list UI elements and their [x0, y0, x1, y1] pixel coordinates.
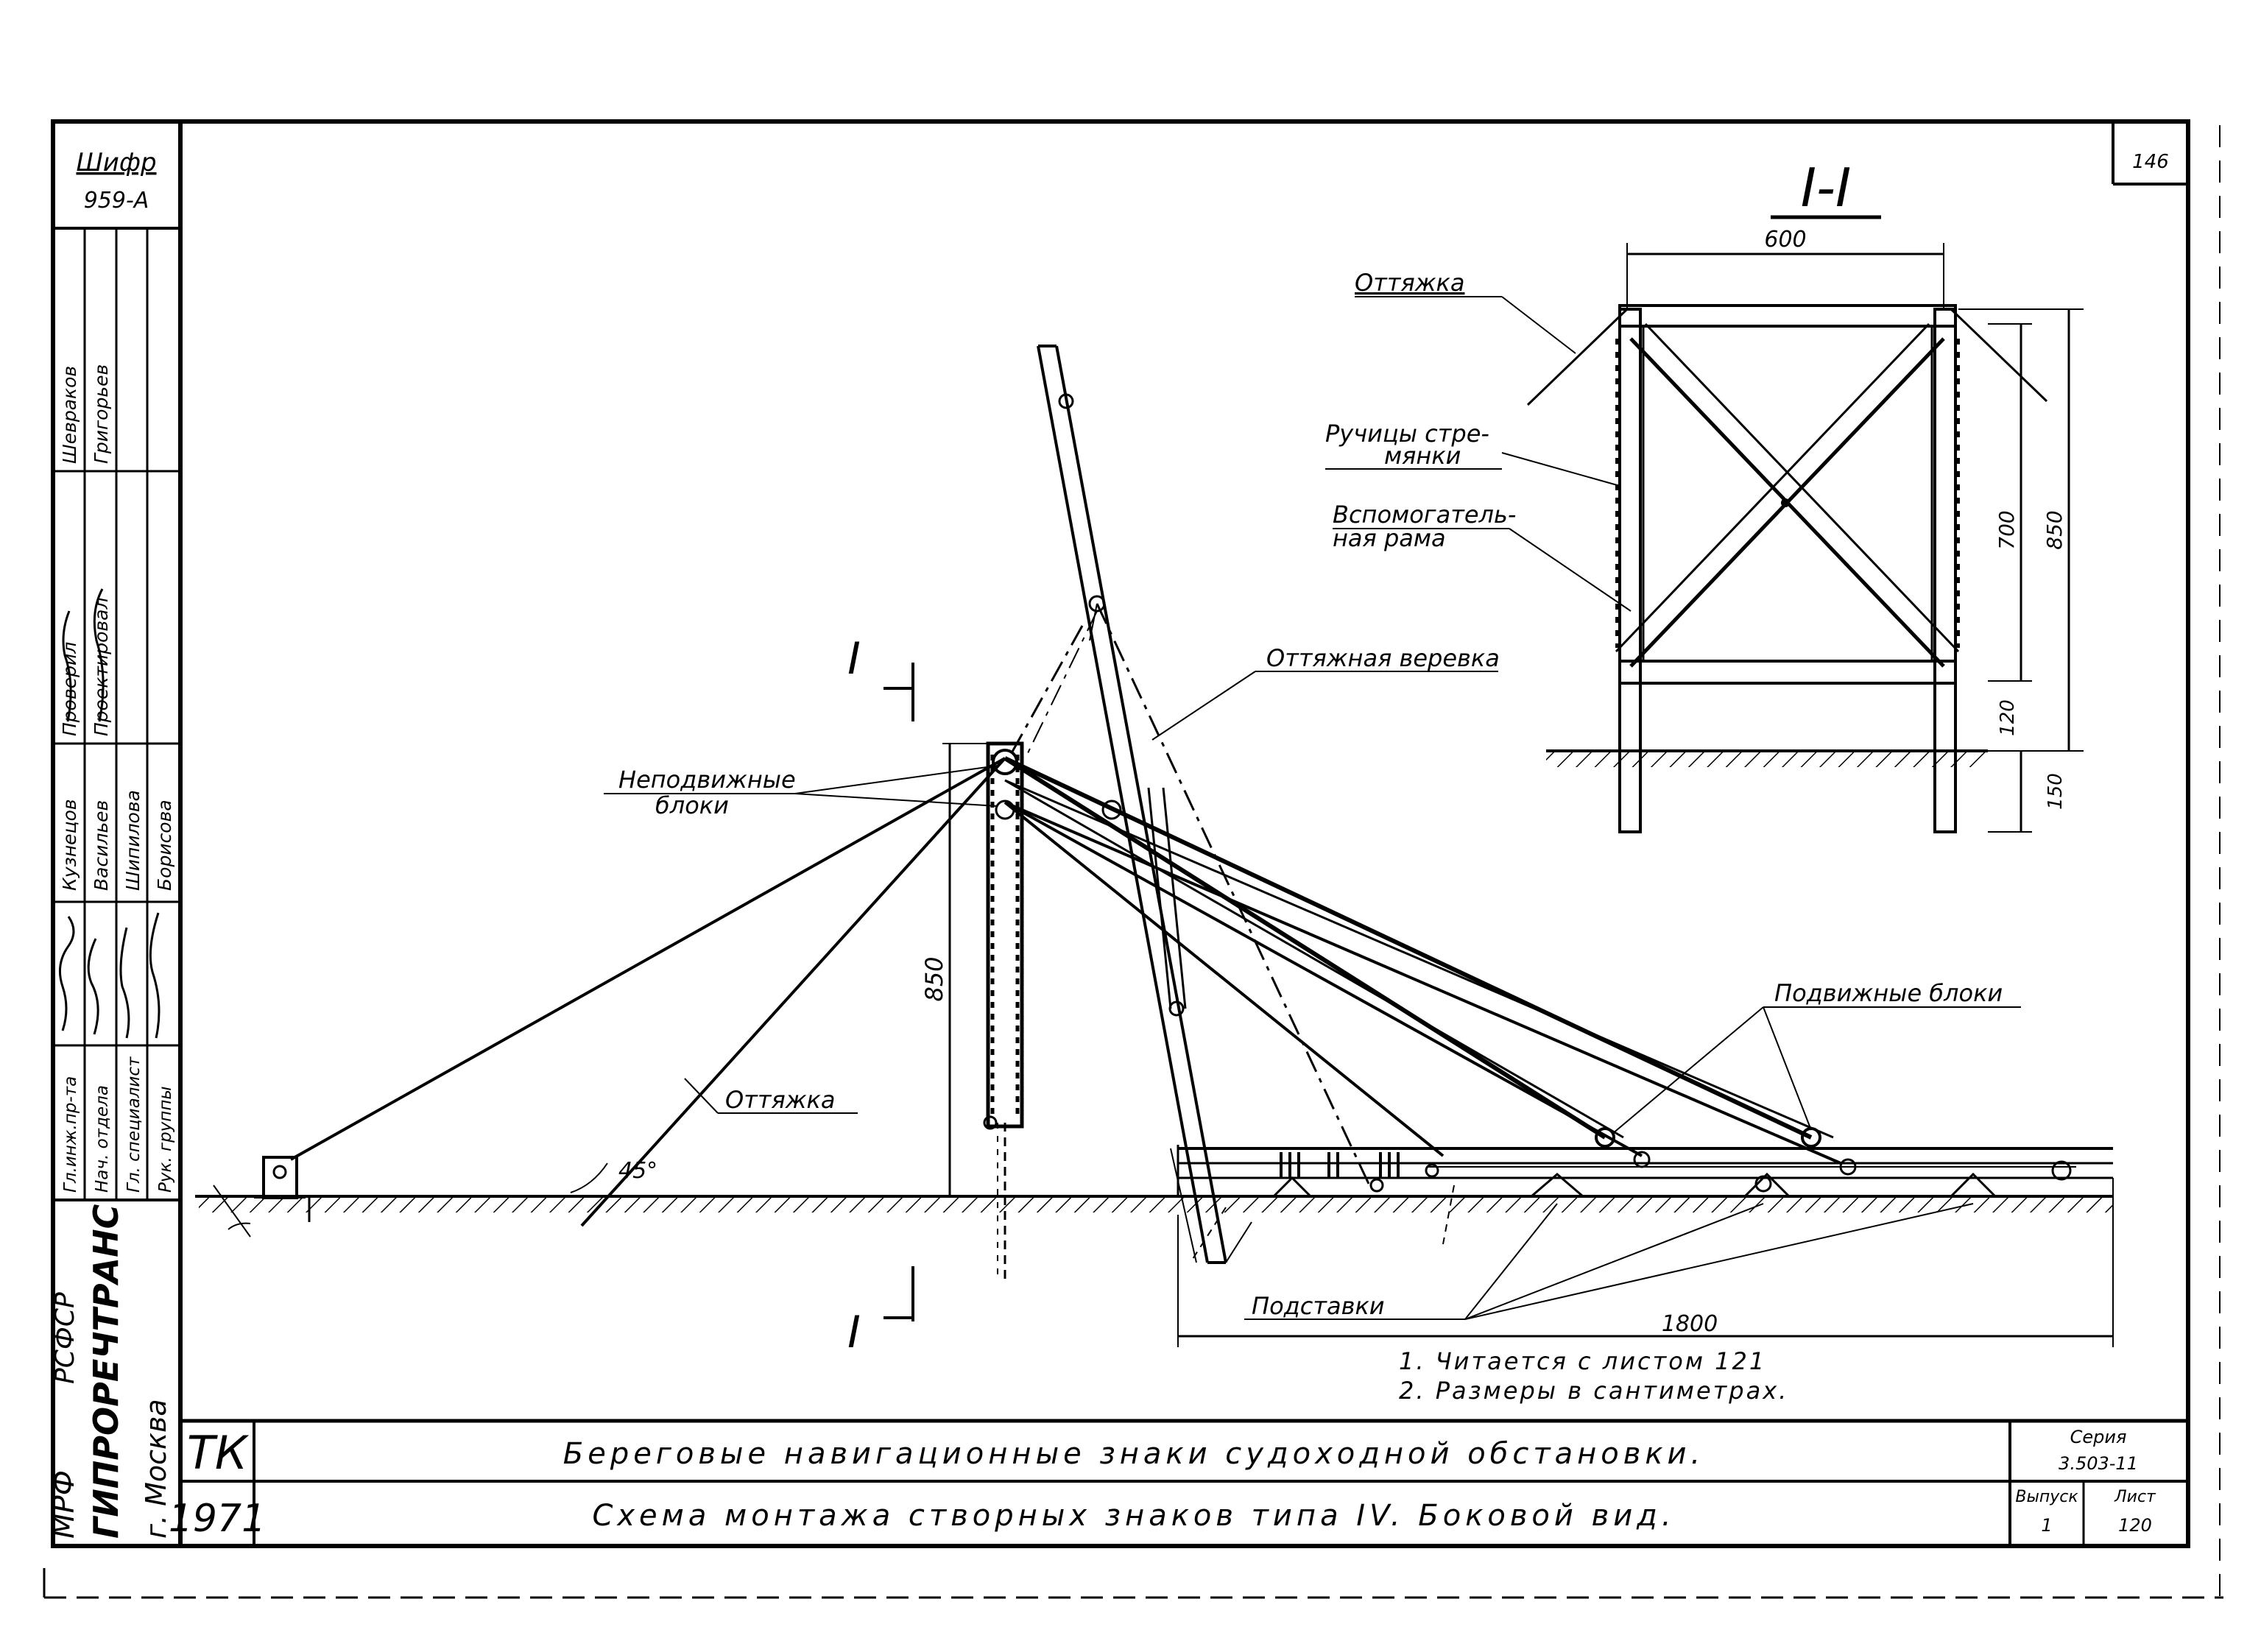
title-block: ТК 1971 Береговые навигационные знаки су…	[169, 1419, 2188, 1546]
issue-label: Выпуск	[2015, 1488, 2078, 1506]
note-2: 2. Размеры в сантиметрах.	[1399, 1377, 1788, 1405]
side-length-dim: 1800	[1662, 1311, 1718, 1337]
note-1: 1. Читается с листом 121	[1399, 1347, 1766, 1375]
sheet-frame: 146 Шифр 959-А	[43, 119, 2223, 1599]
movable-blocks-label: Подвижные блоки	[1774, 979, 2003, 1007]
name-grigoriev: Григорьев	[91, 364, 112, 464]
name-vasiliev: Васильев	[91, 800, 112, 891]
title-line-2: Схема монтажа створных знаков типа IV. Б…	[592, 1499, 1675, 1533]
org-republic: РСФСР	[50, 1292, 80, 1384]
section-handles-label-1: Ручицы стре-	[1325, 420, 1489, 448]
role-group-head: Рук. группы	[156, 1086, 175, 1193]
series-value: 3.503-11	[2059, 1453, 2138, 1474]
section-inner-height-dim: 700	[1994, 510, 2019, 549]
cut-mark-top: I	[847, 633, 861, 685]
org-institute: ГИПРОРЕЧТРАНС	[86, 1204, 126, 1539]
supports	[1272, 1172, 1997, 1198]
section-title: I-I	[1801, 157, 1851, 219]
approval-stamp: Гл.инж.пр-та Нач. отдела Гл. специалист …	[47, 228, 180, 1539]
section-lower-dim: 120	[1997, 699, 2019, 736]
name-shevrakov: Шевраков	[59, 366, 80, 464]
role-dept-head: Нач. отдела	[93, 1085, 112, 1193]
notes: 1. Читается с листом 121 2. Размеры в са…	[1399, 1347, 1788, 1405]
pulling-rope-label: Оттяжная веревка	[1266, 644, 1500, 672]
org-ministry: МРФ	[47, 1470, 81, 1539]
drawing-code: ТК	[187, 1426, 250, 1480]
role-checked: Проверил	[59, 642, 80, 736]
guy-label: Оттяжка	[725, 1086, 835, 1114]
title-line-1: Береговые навигационные знаки судоходной…	[563, 1437, 1704, 1471]
sheet-label: Лист	[2114, 1488, 2156, 1506]
role-chief-specialist: Гл. специалист	[124, 1056, 144, 1193]
supports-label: Подставки	[1252, 1292, 1385, 1320]
org-city: г. Москва	[140, 1399, 172, 1539]
section-handles-label-2: мянки	[1384, 442, 1461, 470]
section-width-dim: 600	[1764, 227, 1806, 253]
section-total-height-dim: 850	[2042, 510, 2067, 549]
signatures	[58, 588, 161, 1039]
side-height-dim: 850	[920, 956, 948, 1001]
drawing-year: 1971	[169, 1497, 266, 1541]
cipher-value: 959-А	[84, 188, 149, 213]
side-view: 850 45°	[195, 345, 2114, 1358]
section-base-dim: 150	[2045, 773, 2067, 810]
side-angle: 45°	[618, 1158, 657, 1184]
name-kuznetsov: Кузнецов	[59, 799, 80, 891]
sheet-value: 120	[2118, 1515, 2152, 1536]
name-shipilova: Шипилова	[122, 790, 144, 891]
rung-marks	[1280, 1152, 1400, 1178]
cipher-label: Шифр	[76, 148, 156, 177]
series-label: Серия	[2070, 1427, 2127, 1447]
section-guy-label: Оттяжка	[1355, 269, 1464, 297]
section-frame-label-1: Вспомогатель-	[1333, 501, 1516, 529]
cut-mark-bottom: I	[847, 1307, 861, 1358]
section-view: I-I 600	[1325, 157, 2084, 833]
issue-value: 1	[2041, 1515, 2052, 1536]
name-borisova: Борисова	[154, 799, 175, 891]
fixed-blocks-label-2: блоки	[655, 791, 729, 819]
sheet-number: 146	[2132, 151, 2169, 173]
fixed-blocks-label-1: Неподвижные	[618, 766, 796, 794]
role-chief-engineer: Гл.инж.пр-та	[61, 1076, 80, 1193]
